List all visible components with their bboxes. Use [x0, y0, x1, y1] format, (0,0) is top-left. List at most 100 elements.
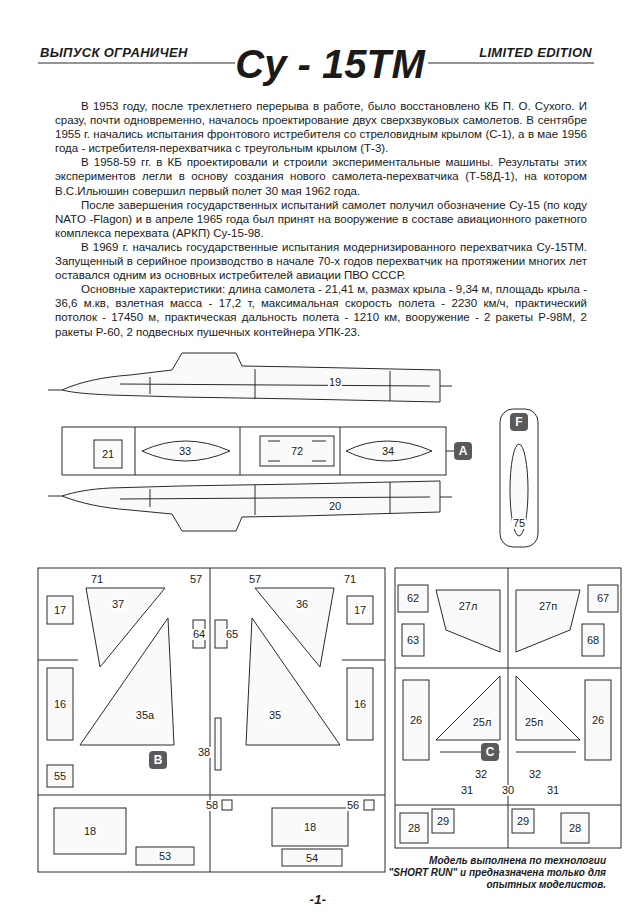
callout-number: 29	[516, 816, 530, 827]
part-outline	[260, 436, 334, 466]
callout-number: 31	[460, 785, 474, 796]
paragraph: Основные характеристики: длина самолета …	[55, 282, 587, 338]
header-text: ВЫПУСК ОГРАНИЧЕН	[40, 45, 188, 60]
callout-number: 28	[568, 823, 582, 834]
callout-number: 26	[591, 715, 605, 726]
paragraph: В 1958-59 гг. в КБ проектировали и строи…	[55, 155, 587, 197]
paragraph: В 1969 г. начались государственные испыт…	[55, 240, 587, 282]
intro-text: В 1953 году, после трехлетнего перерыва …	[55, 99, 587, 339]
part-outline	[364, 800, 374, 810]
callout-number: 19	[328, 377, 342, 388]
sprue-letter: F	[515, 415, 522, 429]
callout-number: 57	[248, 574, 262, 585]
sprue-letter: A	[459, 444, 468, 458]
header-rule	[38, 63, 235, 64]
callout-number: 21	[101, 449, 115, 460]
callout-number: 25л	[472, 717, 493, 728]
sprue-tag: C	[481, 743, 499, 761]
header-rule	[428, 63, 594, 64]
sprue-frame	[62, 427, 446, 475]
part-outline	[282, 849, 342, 866]
callout-number: 36	[295, 599, 309, 610]
callout-number: 38	[197, 747, 211, 758]
part-outline	[582, 624, 604, 656]
sprue-frame	[500, 409, 538, 547]
page-number: -1-	[310, 892, 327, 907]
callout-number: 67	[596, 593, 610, 604]
sprue-frame	[38, 568, 385, 872]
part-outline	[47, 596, 73, 624]
sprue-runner	[395, 805, 621, 806]
part-outline	[561, 813, 589, 843]
part-outline	[402, 624, 424, 656]
part-outline	[585, 680, 611, 760]
part-outline	[347, 668, 373, 740]
callout-number: 25п	[524, 717, 544, 728]
sprue-runner	[38, 660, 78, 661]
part-outline	[136, 847, 194, 865]
header-text: LIMITED EDITION	[479, 45, 592, 60]
panel-line	[120, 369, 430, 401]
callout-number: 35	[268, 710, 282, 721]
callout-number: 72	[290, 446, 304, 457]
callout-number: 17	[53, 605, 67, 616]
callout-number: 71	[90, 574, 104, 585]
sprue-gate	[48, 386, 452, 390]
wing-part	[246, 618, 340, 745]
sprue-runner	[395, 668, 621, 669]
part-outline	[94, 440, 122, 468]
part-outline	[222, 800, 232, 810]
part-outline	[436, 590, 500, 652]
part-outline	[432, 809, 454, 833]
part-outline	[510, 444, 528, 536]
paragraph: После завершения государственных испытан…	[55, 198, 587, 240]
sprue-tag: B	[149, 751, 167, 769]
callout-number: 31	[546, 785, 560, 796]
paragraph: В 1953 году, после трехлетнего перерыва …	[55, 99, 587, 155]
part-outline	[346, 441, 432, 461]
callout-number: 32	[528, 769, 542, 780]
callout-number: 26	[409, 715, 423, 726]
callout-number: 32	[474, 769, 488, 780]
part-outline	[272, 808, 348, 846]
part-detail	[268, 441, 326, 461]
sprue-gate	[48, 496, 452, 497]
callout-number: 27п	[538, 601, 558, 612]
footnote: Модель выполнена по технологии "SHORT RU…	[388, 855, 606, 891]
sprue-tag: F	[510, 413, 528, 431]
callout-number: 62	[406, 593, 420, 604]
callout-number: 20	[328, 501, 342, 512]
callout-number: 29	[436, 816, 450, 827]
callout-number: 53	[158, 851, 172, 862]
callout-number: 30	[501, 785, 515, 796]
sprue-runner	[38, 795, 385, 796]
callout-number: 28	[407, 823, 421, 834]
callout-number: 34	[381, 446, 395, 457]
wing-part	[80, 618, 174, 745]
part-outline	[403, 680, 429, 760]
sprue-runner	[342, 660, 385, 661]
callout-number: 56	[346, 800, 360, 811]
sprue-letter: C	[486, 745, 495, 759]
sprue-letter: B	[154, 753, 163, 767]
callout-number: 75	[512, 518, 526, 529]
part-outline	[215, 718, 221, 770]
callout-number: 17	[353, 605, 367, 616]
part-outline	[398, 585, 428, 612]
sprue-runner	[210, 568, 211, 872]
callout-number: 27л	[458, 601, 479, 612]
part-outline	[347, 596, 373, 624]
part-outline	[47, 765, 73, 787]
callout-number: 64	[192, 629, 206, 640]
callout-number: 58	[205, 800, 219, 811]
sprue-runner	[508, 568, 509, 848]
callout-number: 54	[305, 853, 319, 864]
page-title: Су - 15ТМ	[235, 44, 424, 84]
sprue-runner	[340, 427, 341, 475]
sprue-runner	[135, 427, 136, 475]
sprue-frame	[395, 568, 621, 848]
callout-number: 33	[178, 446, 192, 457]
callout-number: 16	[353, 699, 367, 710]
fuselage-half	[62, 353, 440, 402]
